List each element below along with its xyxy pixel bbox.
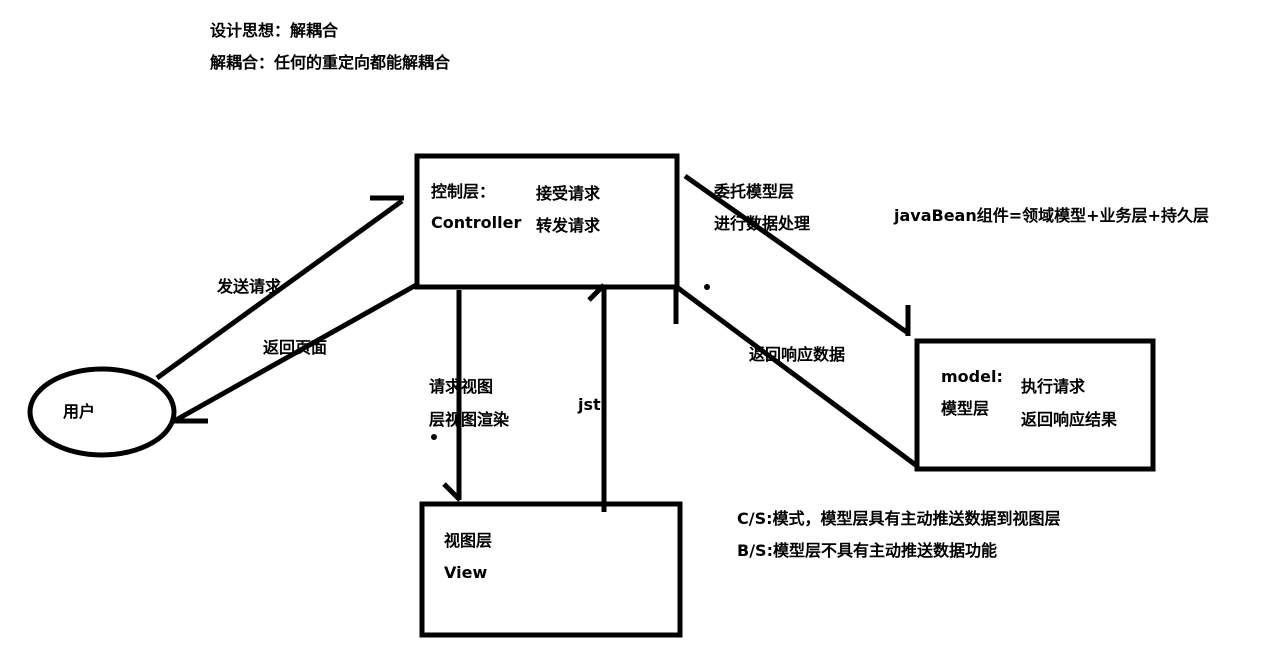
delegate-label-line1: 委托模型层 (714, 182, 795, 201)
send-request-label: 发送请求 (217, 277, 282, 296)
model-duty2: 返回响应结果 (1021, 410, 1118, 429)
view-name: View (444, 563, 488, 582)
controller-duty2: 转发请求 (536, 216, 601, 235)
cs-note: C/S:模式，模型层具有主动推送数据到视图层 (737, 509, 1061, 528)
stray-dot (431, 434, 437, 440)
controller-name: Controller (431, 213, 522, 232)
return-page-label: 返回页面 (263, 338, 328, 357)
controller-title: 控制层： (431, 182, 496, 201)
request-view-label-line2: 层视图渲染 (429, 410, 510, 429)
return-data-label: 返回响应数据 (749, 345, 846, 364)
model-box (914, 338, 1156, 472)
jstl-arrowhead (587, 283, 606, 302)
stray-dot (704, 284, 710, 290)
jstl-label: jstl (578, 395, 607, 414)
model-title: model: (941, 367, 1003, 386)
user-ellipse (27, 366, 177, 458)
send-request-arrow (155, 198, 404, 381)
controller-box (414, 153, 680, 290)
delegate-label-line2: 进行数据处理 (714, 214, 811, 233)
controller-duty1: 接受请求 (536, 184, 601, 203)
view-title: 视图层 (444, 531, 493, 550)
model-duty1: 执行请求 (1021, 377, 1086, 396)
bs-note: B/S:模型层不具有主动推送数据功能 (737, 541, 997, 560)
delegate-arrow (683, 173, 910, 336)
javabean-note: javaBean组件=领域模型+业务层+持久层 (894, 206, 1209, 225)
request-view-arrowhead (442, 482, 462, 502)
request-view-label-line1: 请求视图 (429, 377, 494, 396)
header-line1: 设计思想：解耦合 (210, 21, 339, 40)
return-page-arrow (174, 281, 420, 423)
user-label: 用户 (63, 402, 96, 421)
model-name: 模型层 (941, 399, 990, 418)
header-line2: 解耦合：任何的重定向都能解耦合 (210, 53, 451, 72)
return-data-arrow (676, 285, 919, 469)
view-box (419, 501, 683, 638)
